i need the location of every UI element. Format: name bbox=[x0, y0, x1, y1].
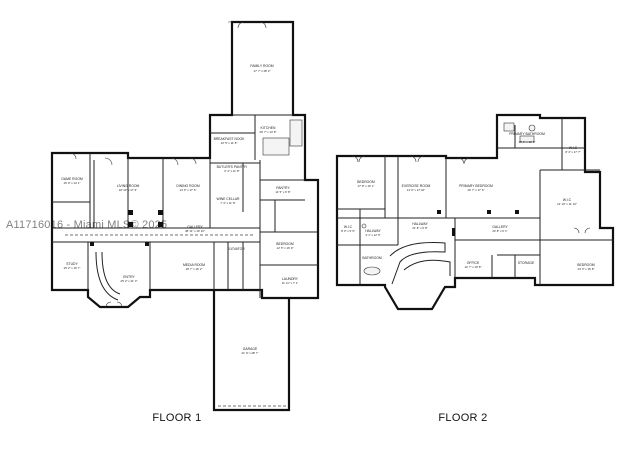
room-name-gallery-2: GALLERY bbox=[492, 225, 508, 229]
room-name-wine-cellar: WINE CELLAR bbox=[217, 197, 241, 201]
room-name-wic-3: W.I.C bbox=[344, 225, 353, 229]
room-name-hallway-1: HALLWAY bbox=[365, 229, 381, 233]
room-dims-bedroom: 12' 5" x 16' 9" bbox=[277, 246, 294, 250]
room-name-primary-bathroom: PRIMARY BATHROOM bbox=[509, 132, 545, 136]
room-dims-wic-1: 8' 4" x 17' 7" bbox=[565, 150, 580, 154]
room-dims-kitchen: 26' 7" x 14' 8" bbox=[260, 130, 277, 134]
room-name-study: STUDY bbox=[66, 262, 78, 266]
room-dims-exercise-room: 14' 0" x 17' 10" bbox=[407, 188, 425, 192]
room-dims-gallery-2: 23' 8" x 6' 1" bbox=[492, 229, 507, 233]
room-dims-study: 15' 2" x 16' 7" bbox=[64, 266, 81, 270]
room-dims-garage: 21' 9" x 28' 7" bbox=[242, 351, 259, 355]
room-dims-wine-cellar: 7' 4" x 11' 8" bbox=[220, 201, 235, 205]
room-name-storage: STORAGE bbox=[518, 261, 535, 265]
room-name-breakfast-nook: BREAKFAST NOOK bbox=[214, 137, 246, 141]
room-name-wic-1: W.I.C bbox=[569, 146, 578, 150]
room-dims-family-room: 17' 7" x 28' 3" bbox=[254, 69, 271, 73]
room-dims-gallery: 38' 11" x 10' 10" bbox=[185, 229, 205, 233]
room-dims-wic-2: 14' 10" x 11' 10" bbox=[557, 202, 577, 206]
room-name-living-room: LIVING ROOM bbox=[117, 184, 140, 188]
room-name-bathroom: BATHROOM bbox=[362, 256, 382, 260]
room-name-entry: ENTRY bbox=[123, 275, 135, 279]
room-name-pantry: PANTRY bbox=[276, 186, 290, 190]
room-dims-office: 12' 7" x 10' 8" bbox=[465, 265, 482, 269]
room-dims-game-room: 15' 9" x 14' 1" bbox=[64, 181, 81, 185]
room-name-bedroom: BEDROOM bbox=[276, 242, 294, 246]
floor-2-room-labels: BEDROOM 17' 8" x 16' 1" EXERCISE ROOM 14… bbox=[341, 132, 595, 271]
room-dims-dining-room: 14' 6" x 17' 6" bbox=[180, 188, 197, 192]
room-dims-butlers-pantry: 6' 4" x 11' 8" bbox=[224, 169, 239, 173]
room-dims-hallway-2: 21' 8" x 9' 8" bbox=[412, 226, 427, 230]
room-name-garage: GARAGE bbox=[243, 347, 258, 351]
floor-1-room-labels: FAMILY ROOM 17' 7" x 28' 3" KITCHEN 26' … bbox=[61, 64, 299, 355]
room-name-game-room: GAME ROOM bbox=[61, 177, 83, 181]
room-dims-laundry: 11' 11" x 7' 1" bbox=[282, 281, 298, 285]
room-name-dining-room: DINING ROOM bbox=[176, 184, 200, 188]
room-dims-bedroom-se: 13' 3" x 15' 8" bbox=[578, 267, 595, 271]
room-dims-living-room: 18' 10" x 17' 6" bbox=[119, 188, 137, 192]
room-name-bedroom-se: BEDROOM bbox=[577, 263, 595, 267]
room-name-gallery: GALLERY bbox=[187, 225, 203, 229]
room-dims-breakfast-nook: 10' 5" x 11' 8" bbox=[221, 141, 238, 145]
room-name-wic-2: W.I.C bbox=[563, 198, 572, 202]
room-dims-pantry: 11' 5" x 6' 8" bbox=[275, 190, 290, 194]
room-name-kitchen: KITCHEN bbox=[261, 126, 276, 130]
room-dims-entry: 25' 2" x 21' 3" bbox=[121, 279, 138, 283]
room-name-hallway-2: HALLWAY bbox=[412, 222, 428, 226]
room-name-office: OFFICE bbox=[467, 261, 480, 265]
room-name-primary-bedroom: PRIMARY BEDROOM bbox=[459, 184, 493, 188]
room-dims-primary-bedroom: 26' 7" x 17' 6" bbox=[468, 188, 485, 192]
watermark: A11716016 - Miami MLS© 2025 bbox=[6, 219, 168, 231]
room-dims-hallway-1: 4' 1" x 12' 5" bbox=[365, 233, 380, 237]
floor-2-plan: BEDROOM 17' 8" x 16' 1" EXERCISE ROOM 14… bbox=[335, 113, 615, 424]
room-dims-primary-bathroom: 18' 1" x 12' 8" bbox=[519, 140, 536, 144]
room-name-media-room: MEDIA ROOM bbox=[183, 263, 205, 267]
room-name-butlers-pantry: BUTLER'S PANTRY bbox=[217, 165, 248, 169]
floor-1-plan: FAMILY ROOM 17' 7" x 28' 3" KITCHEN 26' … bbox=[50, 20, 320, 424]
room-name-laundry: LAUNDRY bbox=[282, 277, 299, 281]
room-dims-media-room: 18' 7" x 16' 2" bbox=[186, 267, 203, 271]
floor-2-label: FLOOR 2 bbox=[438, 412, 487, 424]
floor-1-label: FLOOR 1 bbox=[152, 412, 201, 424]
room-name-elevator: ELEVATOR bbox=[227, 247, 245, 251]
room-name-bedroom-nw: BEDROOM bbox=[357, 180, 375, 184]
room-dims-bedroom-nw: 17' 8" x 16' 1" bbox=[358, 184, 375, 188]
room-name-family-room: FAMILY ROOM bbox=[250, 64, 273, 68]
room-name-exercise-room: EXERCISE ROOM bbox=[402, 184, 431, 188]
room-dims-wic-3: 8' 0" x 5' 5" bbox=[341, 229, 355, 233]
